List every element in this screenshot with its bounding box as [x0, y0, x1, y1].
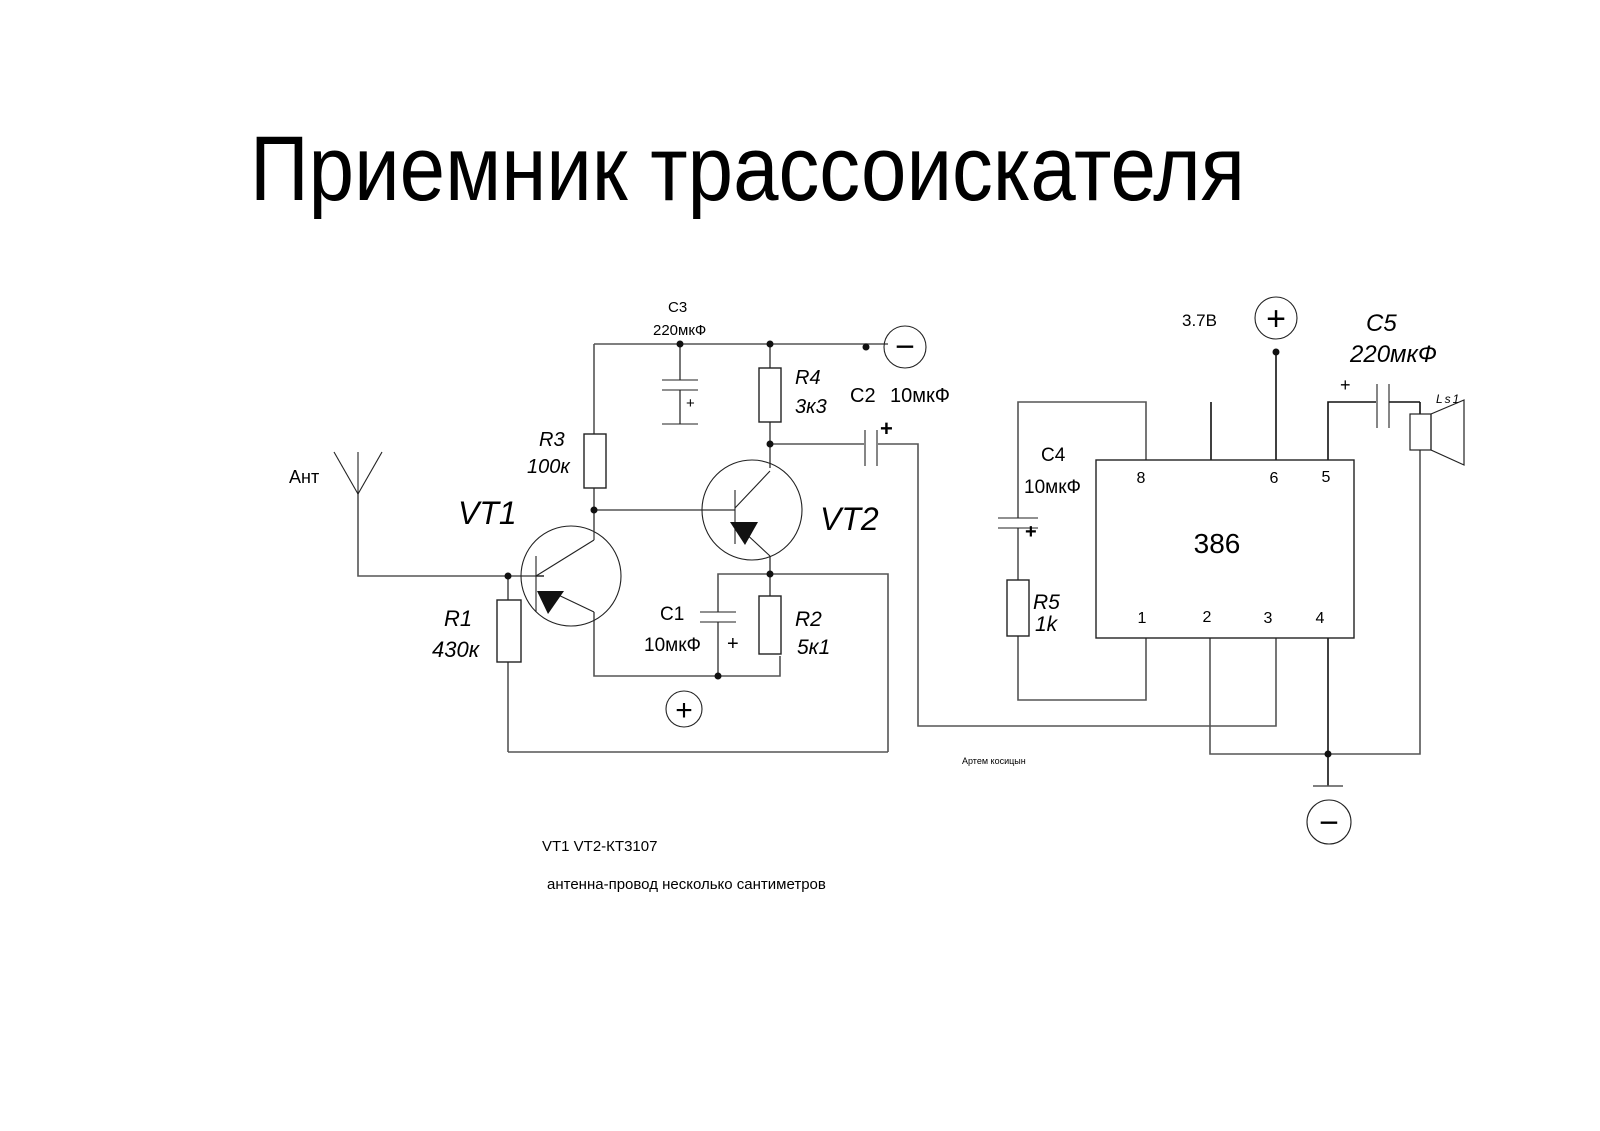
resistor-r5 [1006, 579, 1030, 637]
c2-value: 10мкФ [890, 385, 950, 407]
supply-voltage-label: 3.7В [1182, 311, 1217, 330]
r1-value: 430к [432, 637, 481, 662]
ic-pin-8: 8 [1137, 470, 1146, 487]
transistor-vt2 [701, 459, 803, 561]
ic-386-label: 386 [1194, 528, 1241, 559]
resistor-r4 [758, 367, 782, 423]
page-title: Приемник трассоискателя [250, 118, 1245, 220]
ic-pin-3: 3 [1264, 610, 1273, 627]
junction-dot-ground [1324, 750, 1332, 758]
r3-value: 100к [527, 456, 571, 478]
plus-terminal-preamp-symbol: + [675, 694, 693, 727]
minus-terminal-preamp-symbol: − [895, 328, 915, 366]
antenna-symbol [333, 451, 383, 495]
resistor-r2 [758, 595, 782, 655]
ic-pin-4: 4 [1316, 610, 1325, 627]
author-note: Артем косицын [962, 756, 1026, 766]
preamp-wiring [357, 343, 1277, 753]
amp-wiring [1017, 352, 1421, 787]
minus-terminal-preamp [883, 325, 927, 369]
c5-name: C5 [1366, 310, 1397, 337]
vt1-label: VT1 [458, 495, 517, 531]
plus-terminal-amp [1254, 296, 1298, 340]
transistor-note: VT1 VT2-КТ3107 [542, 838, 657, 855]
c4-value: 10мкФ [1024, 477, 1081, 498]
speaker-icon [1409, 399, 1465, 466]
plus-terminal-preamp [665, 690, 703, 728]
minus-terminal-amp-symbol: − [1319, 804, 1339, 842]
c1-plus: + [727, 633, 739, 655]
r3-name: R3 [539, 429, 565, 451]
ic-386-body [1095, 459, 1355, 639]
speaker-label: Ls1 [1436, 392, 1461, 406]
c5-value: 220мкФ [1349, 341, 1437, 368]
r2-name: R2 [795, 608, 822, 631]
capacitor-c2 [864, 430, 878, 466]
vt2-label: VT2 [820, 501, 879, 537]
minus-terminal-amp [1306, 799, 1352, 845]
capacitor-c3 [662, 379, 698, 425]
capacitor-c5 [1376, 384, 1390, 428]
r5-value: 1k [1035, 613, 1059, 636]
antenna-note: антенна-провод несколько сантиметров [547, 876, 826, 893]
r1-name: R1 [444, 606, 472, 631]
junction-dots-preamp [504, 340, 870, 680]
capacitor-c4 [998, 517, 1038, 529]
ic-pin-1: 1 [1138, 610, 1147, 627]
c2-plus: + [880, 416, 893, 441]
c2-name: C2 [850, 385, 876, 407]
ic-pin-6: 6 [1270, 470, 1279, 487]
capacitor-c1 [700, 611, 736, 623]
antenna-label: Ант [289, 467, 319, 487]
r5-name: R5 [1033, 591, 1060, 614]
transistor-vt1 [520, 525, 622, 627]
c5-plus: + [1340, 375, 1351, 395]
c3-name: C3 [668, 299, 687, 316]
r2-value: 5к1 [797, 636, 830, 659]
r4-value: 3к3 [795, 396, 827, 418]
c4-name: C4 [1041, 445, 1066, 466]
r4-name: R4 [795, 367, 821, 389]
ic-pin-5: 5 [1322, 469, 1331, 486]
junction-dot-vcc [1272, 348, 1280, 356]
ic-pin-2: 2 [1203, 609, 1212, 626]
c1-name: C1 [660, 604, 684, 625]
c3-value: 220мкФ [653, 322, 706, 339]
c3-plus: + [686, 395, 695, 412]
resistor-r1 [496, 599, 522, 663]
c4-plus: + [1025, 521, 1037, 543]
plus-terminal-amp-symbol: + [1266, 300, 1286, 338]
c1-value: 10мкФ [644, 635, 701, 656]
resistor-r3 [583, 433, 607, 489]
